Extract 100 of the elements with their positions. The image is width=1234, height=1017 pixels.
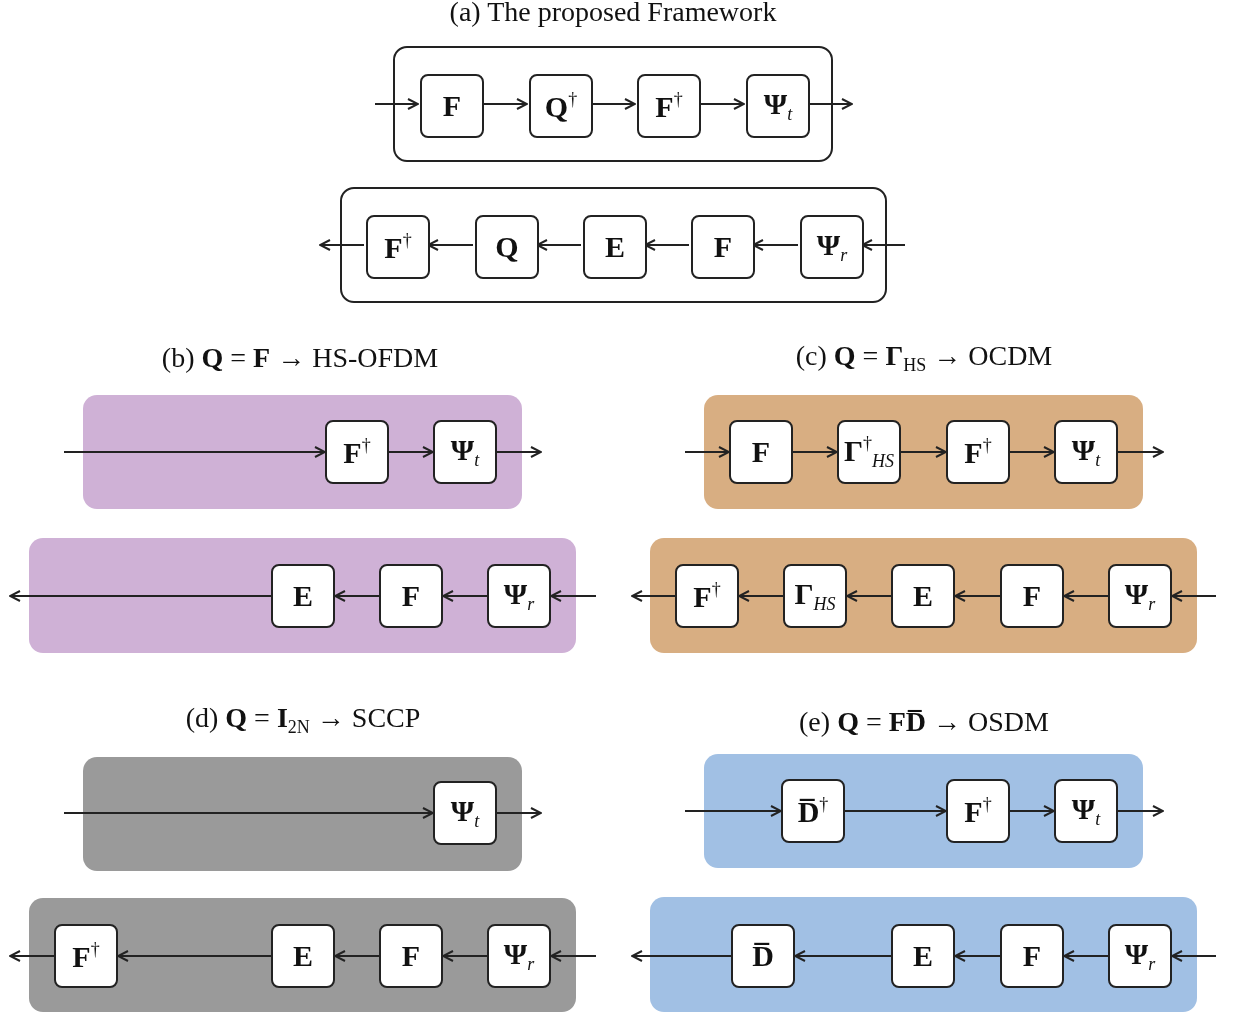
operator-symbol: Ψ$_{t}$ xyxy=(1071,435,1101,469)
arrow xyxy=(698,98,745,110)
operator-box xyxy=(781,779,845,843)
arrow xyxy=(442,590,488,602)
arrow xyxy=(334,950,380,962)
arrow xyxy=(590,98,636,110)
panel-band xyxy=(704,754,1143,868)
operator-symbol: F$^{†}$ xyxy=(72,940,100,972)
arrow xyxy=(752,239,799,251)
arrow xyxy=(63,446,326,458)
arrow xyxy=(954,950,1001,962)
operator-box xyxy=(487,924,551,988)
operator-box xyxy=(891,564,955,628)
operator-symbol: Ψ$_{r}$ xyxy=(503,579,535,613)
arrow xyxy=(1009,805,1055,817)
operator-symbol: F xyxy=(713,232,733,262)
operator-box xyxy=(583,215,647,279)
operator-box xyxy=(837,420,901,484)
operator-symbol: Γ$_{HS}$ xyxy=(794,579,836,613)
arrow xyxy=(792,446,838,458)
arrow xyxy=(319,239,365,251)
panel-caption: (e) Q = FD̅ → OSDM xyxy=(799,706,1049,738)
operator-symbol: F$^{†}$ xyxy=(693,580,721,612)
operator-symbol: D̅$^{†}$ xyxy=(797,795,829,827)
operator-box xyxy=(379,564,443,628)
arrow xyxy=(442,950,488,962)
operator-symbol: F$^{†}$ xyxy=(964,795,992,827)
arrow xyxy=(1063,590,1109,602)
arrow xyxy=(9,590,272,602)
operator-symbol: Ψ$_{r}$ xyxy=(1124,939,1156,973)
panel-band xyxy=(650,538,1197,653)
operator-symbol: E xyxy=(913,941,933,971)
panel-band xyxy=(83,757,522,871)
panel-caption: (a) The proposed Framework xyxy=(449,0,777,28)
operator-box xyxy=(271,924,335,988)
operator-symbol: F xyxy=(401,941,421,971)
operator-symbol: Q xyxy=(495,232,519,262)
operator-symbol: F$^{†}$ xyxy=(655,90,683,122)
arrow xyxy=(738,590,784,602)
operator-symbol: E xyxy=(293,581,313,611)
arrow xyxy=(481,98,528,110)
arrow xyxy=(1117,805,1164,817)
operator-symbol: Ψ$_{r}$ xyxy=(816,230,848,264)
arrow xyxy=(1063,950,1109,962)
operator-box xyxy=(1054,779,1118,843)
operator-symbol: E xyxy=(293,941,313,971)
operator-symbol: Ψ$_{t}$ xyxy=(450,796,480,830)
operator-box xyxy=(729,420,793,484)
operator-box xyxy=(54,924,118,988)
arrow xyxy=(427,239,474,251)
operator-symbol: Ψ$_{t}$ xyxy=(450,435,480,469)
operator-symbol: F xyxy=(1022,581,1042,611)
operator-symbol: Q$^{†}$ xyxy=(544,90,578,122)
operator-symbol: Ψ$_{t}$ xyxy=(763,89,793,123)
operator-box xyxy=(1108,924,1172,988)
operator-box xyxy=(691,215,755,279)
panel-band xyxy=(29,898,576,1012)
arrow xyxy=(496,446,542,458)
arrow xyxy=(536,239,582,251)
panel-band xyxy=(29,538,576,653)
operator-box xyxy=(1000,564,1064,628)
operator-box xyxy=(475,215,539,279)
operator-box xyxy=(379,924,443,988)
arrow xyxy=(684,446,730,458)
arrow xyxy=(631,950,732,962)
panel-band xyxy=(704,395,1143,509)
operator-box xyxy=(325,420,389,484)
operator-symbol: Ψ$_{r}$ xyxy=(1124,579,1156,613)
operator-box xyxy=(433,781,497,845)
operator-box xyxy=(800,215,864,279)
operator-symbol: F xyxy=(1022,941,1042,971)
arrow xyxy=(63,807,434,819)
operator-symbol: E xyxy=(913,581,933,611)
panel-band xyxy=(393,46,833,162)
operator-symbol: E xyxy=(605,232,625,262)
panel-band xyxy=(650,897,1197,1012)
operator-box xyxy=(675,564,739,628)
operator-symbol: F$^{†}$ xyxy=(964,436,992,468)
arrow xyxy=(644,239,690,251)
panel-band xyxy=(83,395,522,509)
operator-box xyxy=(420,74,484,138)
operator-box xyxy=(1054,420,1118,484)
panel-caption: (c) Q = Γ$_{HS}$ → OCDM xyxy=(795,340,1053,376)
operator-box xyxy=(433,420,497,484)
operator-symbol: F xyxy=(442,91,462,121)
panel-band xyxy=(340,187,887,303)
operator-box xyxy=(783,564,847,628)
operator-box xyxy=(946,420,1010,484)
arrow xyxy=(954,590,1001,602)
operator-symbol: F xyxy=(401,581,421,611)
arrow xyxy=(861,239,906,251)
arrow xyxy=(1171,590,1217,602)
operator-box xyxy=(731,924,795,988)
operator-box xyxy=(746,74,810,138)
operator-symbol: D̅ xyxy=(752,941,774,971)
arrow xyxy=(550,590,597,602)
operator-symbol: F$^{†}$ xyxy=(343,436,371,468)
operator-box xyxy=(1000,924,1064,988)
arrow xyxy=(794,950,892,962)
operator-symbol: F xyxy=(751,437,771,467)
